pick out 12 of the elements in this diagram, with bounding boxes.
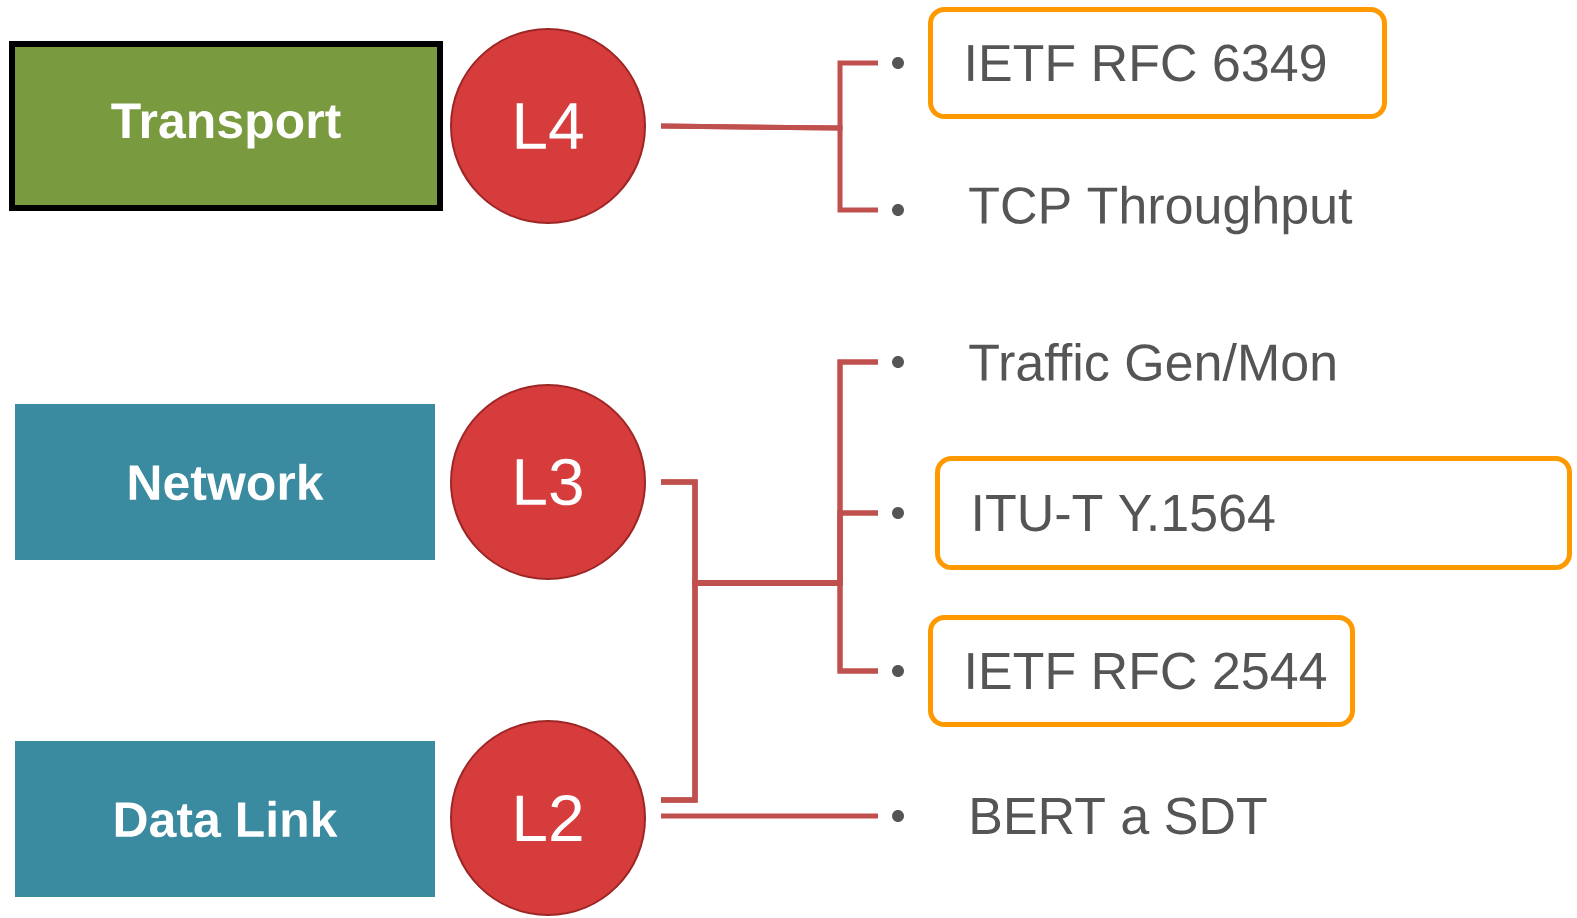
list-item: BERT a SDT <box>972 797 1267 835</box>
layer-box: Network <box>15 404 435 560</box>
highlighted-item: IETF RFC 6349 <box>928 7 1387 119</box>
layer-box: Transport <box>9 41 443 211</box>
list-item: TCP Throughput <box>969 185 1353 235</box>
highlighted-item: ITU-T Y.1564 <box>935 456 1572 570</box>
list-item: Traffic Gen/Mon <box>969 342 1335 382</box>
connector-line <box>660 123 878 213</box>
connector-line <box>661 580 878 803</box>
layer-box: Data Link <box>15 741 435 897</box>
connector-line <box>661 813 878 819</box>
highlighted-item: IETF RFC 2544 <box>928 615 1355 727</box>
